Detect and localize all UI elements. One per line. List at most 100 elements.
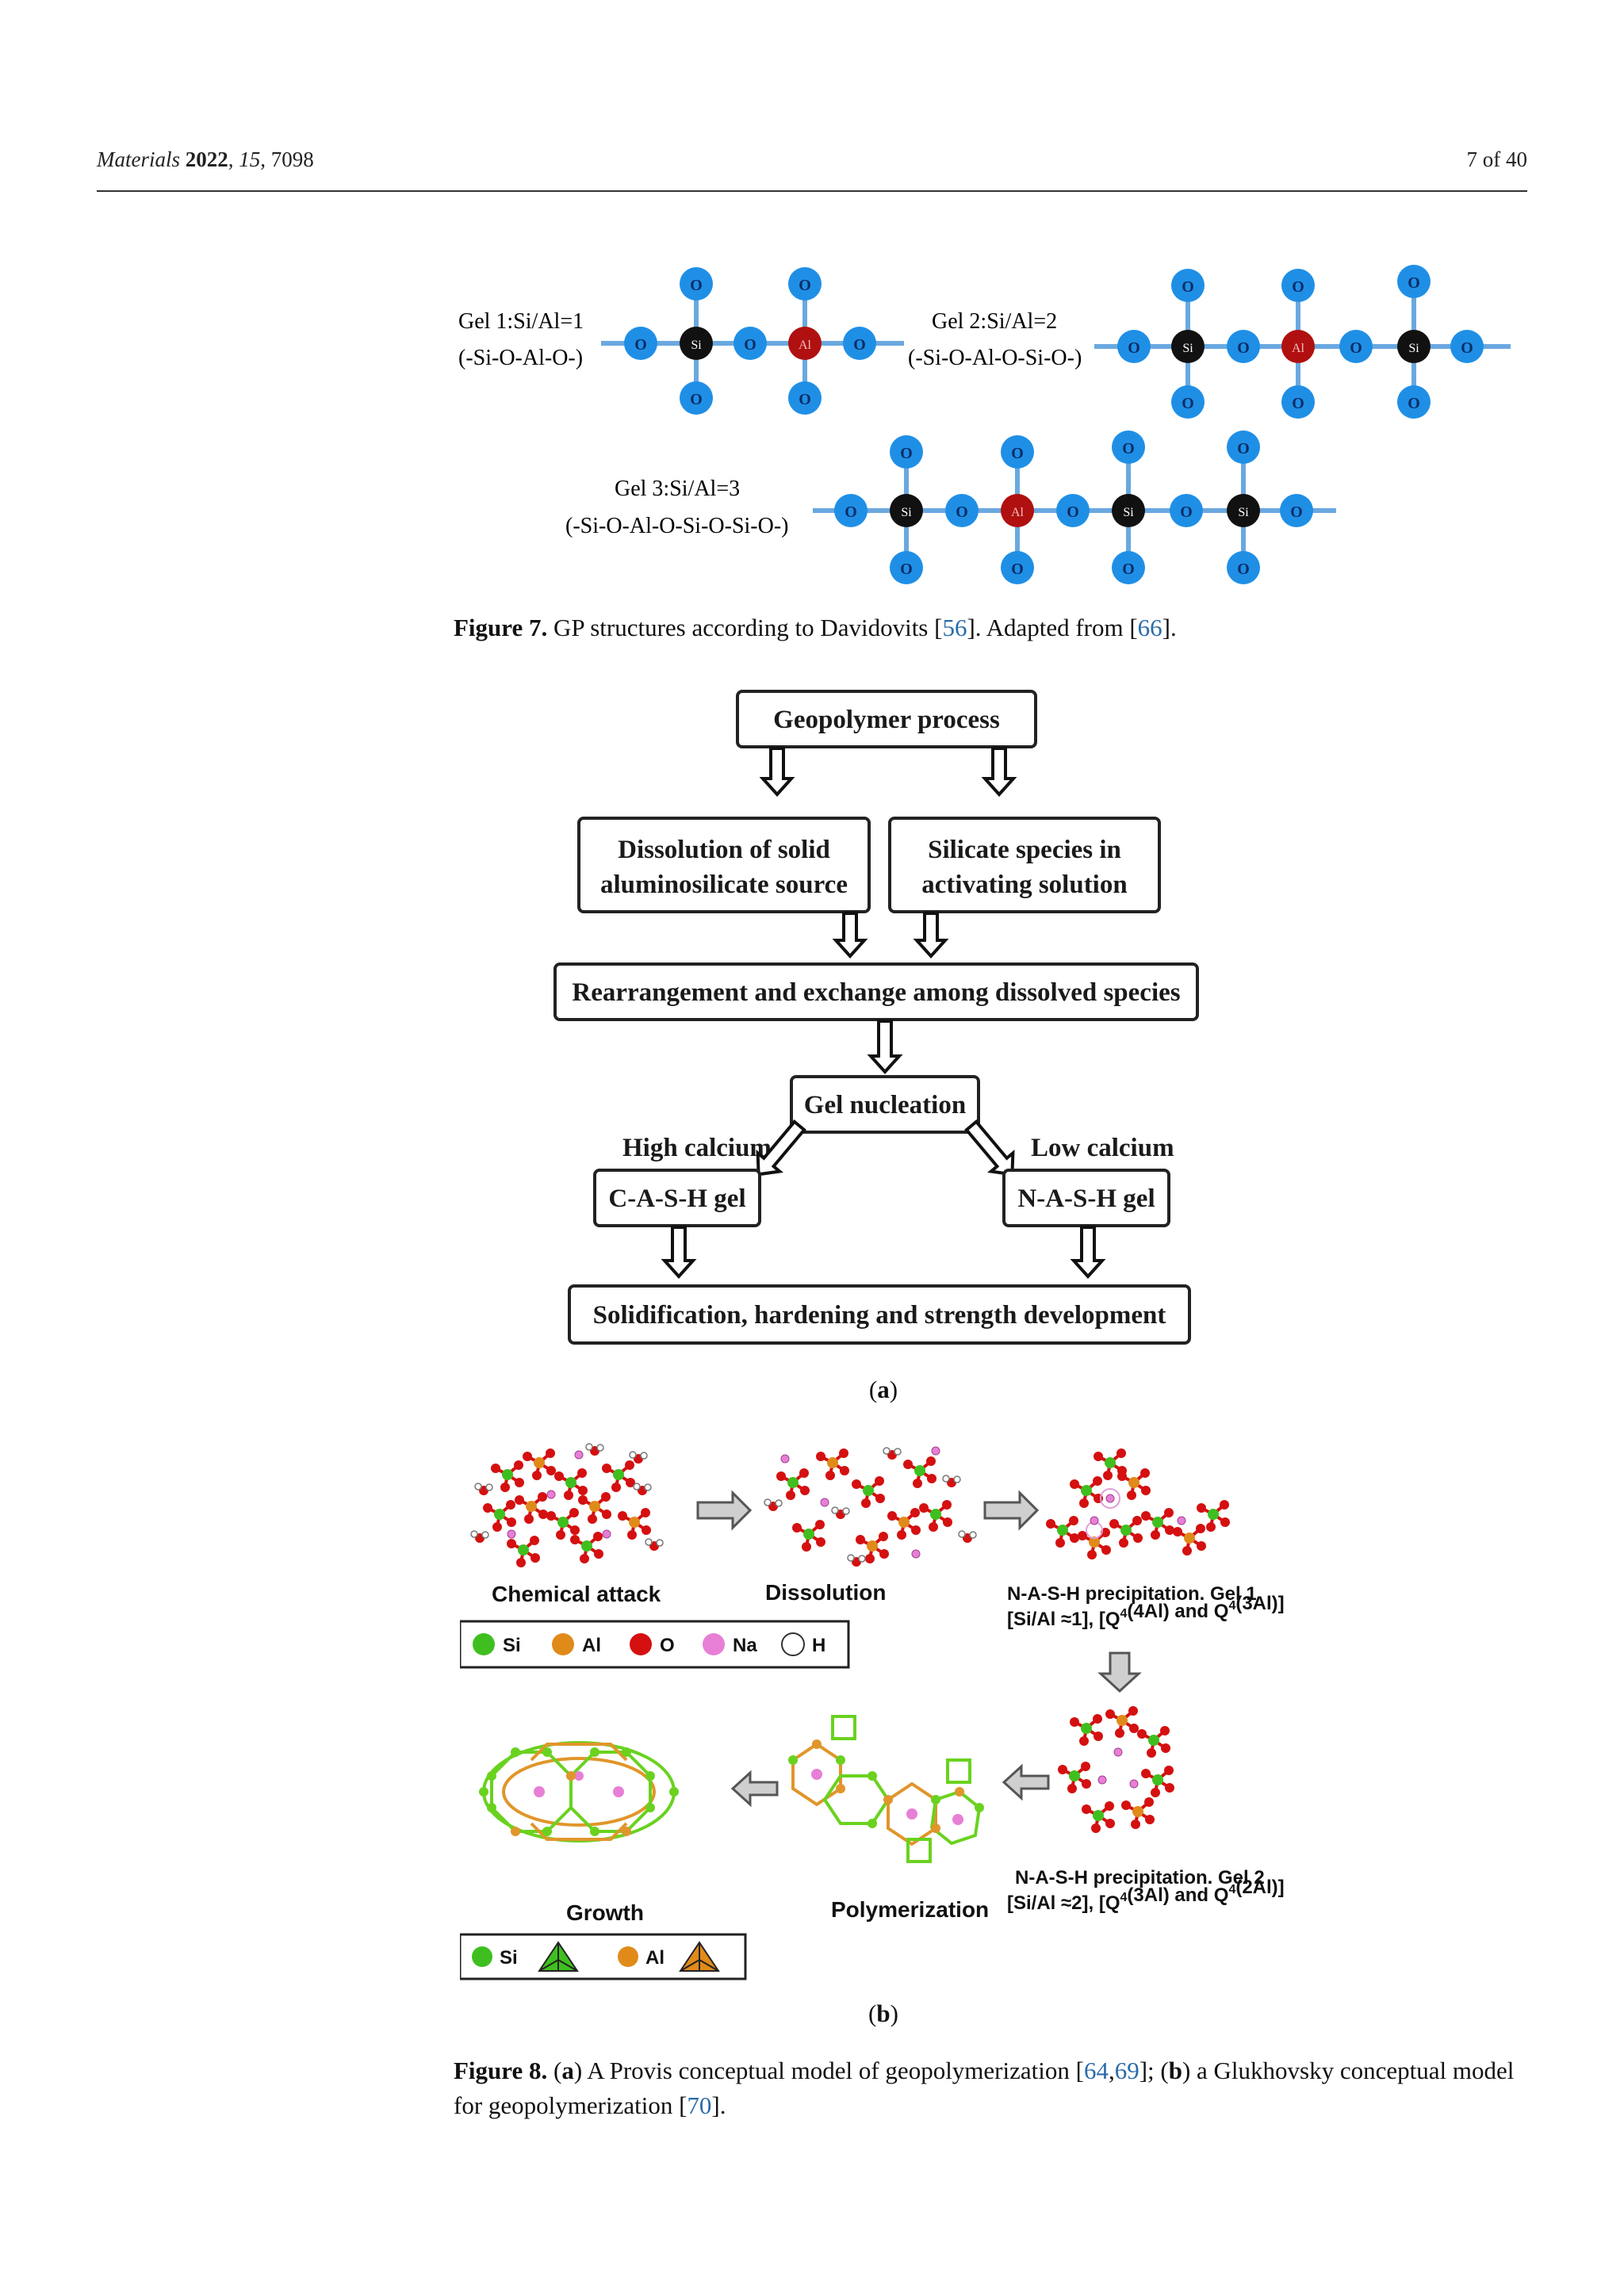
arrow-down (981, 747, 1017, 797)
gel1-label-line2: [Si/Al ≈1], [Q4(4Al) and Q4(3Al)] (1007, 1593, 1285, 1630)
oxygen-atom: O (843, 327, 876, 360)
legend-na: Na (703, 1633, 757, 1656)
svg-text:C-A-S-H gel: C-A-S-H gel (608, 1184, 745, 1213)
caption-text: GP structures according to Davidovits [ (547, 614, 943, 641)
svg-text:O: O (1408, 395, 1420, 412)
svg-text:Geopolymer process: Geopolymer process (773, 706, 1000, 734)
silicon-atom: Si (680, 327, 713, 360)
citation-link[interactable]: 70 (687, 2091, 712, 2119)
svg-text:O: O (1292, 395, 1304, 412)
svg-text:O: O (634, 336, 647, 354)
stage-gel1-molecules (1044, 1447, 1231, 1561)
silicon-atom: Si (1227, 494, 1260, 527)
journal-volume: 15 (239, 147, 261, 171)
svg-text:Si: Si (1238, 506, 1249, 519)
process-arrow-right (983, 1490, 1040, 1531)
oxygen-atom: O (834, 494, 868, 527)
legend-h: H (781, 1632, 825, 1656)
oxygen-atom: O (1397, 385, 1431, 419)
arrow-down (1070, 1226, 1106, 1279)
oxygen-atom: O (945, 494, 979, 527)
svg-text:Rearrangement and exchange amo: Rearrangement and exchange among dissolv… (572, 978, 1180, 1007)
citation-link[interactable]: 66 (1137, 614, 1162, 641)
legend-si-tetrahedron-icon (538, 1941, 579, 1972)
svg-text:O: O (1182, 278, 1194, 296)
aluminum-atom: Al (1281, 330, 1315, 363)
svg-text:aluminosilicate source: aluminosilicate source (600, 871, 848, 899)
box-solidification: Solidification, hardening and strength d… (568, 1284, 1194, 1348)
citation-link[interactable]: 69 (1114, 2057, 1139, 2084)
aluminum-atom: Al (788, 327, 822, 360)
legend-si: Si (472, 1946, 518, 1969)
svg-text:Gel nucleation: Gel nucleation (804, 1091, 966, 1119)
gel2-label-line2: [Si/Al ≈2], [Q4(3Al) and Q4(2Al)] (1007, 1877, 1285, 1914)
stage-growth-label: Growth (566, 1900, 644, 1925)
gel2-title: Gel 2:Si/Al=2 (932, 309, 1057, 334)
silicon-atom: Si (1171, 330, 1205, 363)
svg-text:O: O (1237, 440, 1250, 457)
label-low-calcium: Low calcium (1031, 1134, 1174, 1162)
process-arrow-right (696, 1490, 753, 1531)
svg-text:O: O (845, 503, 857, 521)
figure-7-caption: Figure 7. GP structures according to Dav… (454, 610, 1527, 645)
header-rule (97, 190, 1527, 192)
figure-8-label: Figure 8. (454, 2057, 548, 2084)
svg-text:O: O (1292, 278, 1304, 296)
oxygen-atom: O (1001, 551, 1034, 584)
caption-text: , (1108, 2057, 1115, 2084)
stage-chemical-attack-molecules (470, 1443, 664, 1569)
legend-atoms-bottom: Si Al (460, 1933, 747, 1980)
svg-text:Si: Si (1123, 506, 1134, 519)
oxygen-atom: O (1170, 494, 1203, 527)
figure-7-gel-structures: Gel 1:Si/Al=1 (-Si-O-Al-O-) O Si O Al O … (458, 265, 1511, 584)
process-arrow-left (1002, 1763, 1050, 1801)
oxygen-atom: O (788, 267, 822, 300)
silicon-atom: Si (1397, 330, 1431, 363)
journal-citation: Materials 2022, 15, 7098 (97, 147, 314, 171)
gel1-chain: (-Si-O-Al-O-) (458, 346, 583, 370)
svg-text:O: O (1122, 561, 1135, 578)
svg-text:Si: Si (691, 339, 702, 352)
svg-text:Solidification, hardening and: Solidification, hardening and strength d… (593, 1301, 1166, 1330)
box-gel-nucleation: Gel nucleation (790, 1075, 983, 1137)
oxygen-atom: O (1171, 269, 1205, 302)
svg-text:Si: Si (1408, 342, 1419, 355)
svg-text:O: O (660, 1635, 675, 1656)
citation-link[interactable]: 56 (942, 614, 967, 641)
svg-text:Al: Al (1292, 342, 1305, 355)
svg-text:O: O (1067, 503, 1079, 521)
oxygen-atom: O (890, 551, 923, 584)
caption-text: ]. Adapted from [ (967, 614, 1138, 641)
oxygen-atom: O (1001, 435, 1034, 469)
gel3-chain: (-Si-O-Al-O-Si-O-Si-O-) (565, 514, 789, 538)
svg-text:O: O (1350, 339, 1362, 357)
oxygen-atom: O (1450, 330, 1484, 363)
oxygen-atom: O (680, 267, 713, 300)
process-arrow-left (730, 1770, 779, 1808)
journal-name: Materials (97, 147, 180, 171)
gel2-label-line1: N-A-S-H precipitation. Gel 2 (1015, 1867, 1265, 1888)
svg-text:O: O (1182, 395, 1194, 412)
oxygen-atom: O (1339, 330, 1373, 363)
process-arrow-down (1097, 1651, 1142, 1693)
aluminum-atom: Al (1001, 494, 1034, 527)
gel2-structure: O Si O Al O Si O O O O O O O (1094, 265, 1511, 419)
oxygen-atom: O (733, 327, 767, 360)
legend-al: Al (552, 1633, 601, 1656)
article-number: 7098 (270, 147, 314, 171)
svg-text:O: O (799, 391, 811, 408)
citation-link[interactable]: 64 (1083, 2057, 1109, 2084)
gel3-title: Gel 3:Si/Al=3 (615, 476, 740, 501)
svg-text:Na: Na (733, 1635, 757, 1656)
oxygen-atom: O (1280, 494, 1313, 527)
svg-text:O: O (1011, 561, 1024, 578)
gel1-title: Gel 1:Si/Al=1 (458, 309, 584, 334)
caption-part-a: a (561, 2057, 574, 2084)
label-high-calcium: High calcium (622, 1134, 772, 1162)
svg-text:O: O (853, 336, 866, 354)
oxygen-atom: O (1171, 385, 1205, 419)
svg-text:O: O (900, 561, 913, 578)
svg-text:O: O (1128, 339, 1140, 357)
svg-text:O: O (1237, 561, 1250, 578)
svg-text:Si: Si (503, 1635, 521, 1656)
